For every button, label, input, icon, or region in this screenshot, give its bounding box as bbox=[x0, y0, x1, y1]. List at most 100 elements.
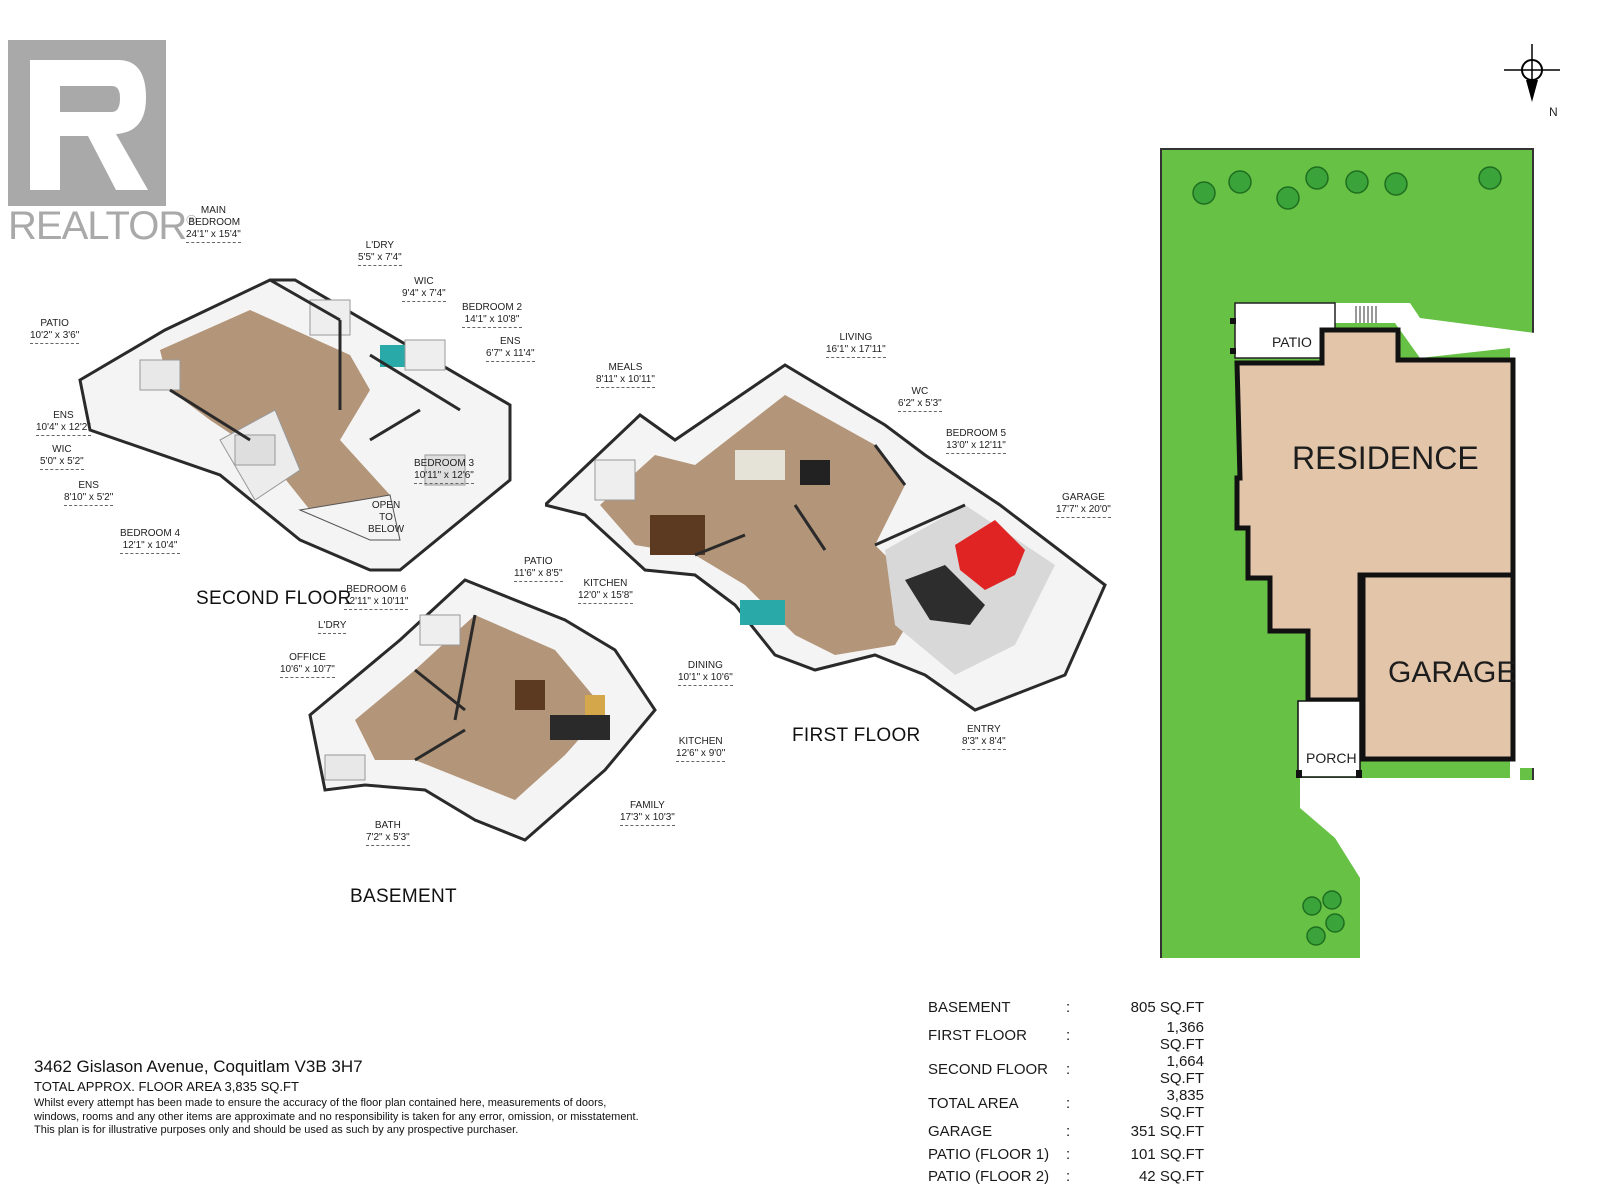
room-name: MAIN BEDROOM bbox=[188, 205, 241, 228]
disclaimer-line: This plan is for illustrative purposes o… bbox=[34, 1124, 519, 1136]
room-bath: BATH 7'2" x 5'3" bbox=[366, 820, 410, 846]
area-summary-table: BASEMENT:805 SQ.FT FIRST FLOOR:1,366 SQ.… bbox=[928, 996, 1204, 1188]
area-value: 1,664 SQ.FT bbox=[1159, 1052, 1204, 1087]
disclaimer: Whilst every attempt has been made to en… bbox=[34, 1097, 674, 1138]
area-label: BASEMENT bbox=[928, 998, 1011, 1016]
room-name: BEDROOM 4 bbox=[120, 528, 181, 539]
room-bedroom-4: BEDROOM 4 12'1" x 10'4" bbox=[120, 528, 181, 554]
room-dims: 8'3" x 8'4" bbox=[962, 736, 1006, 747]
room-bedroom-5: BEDROOM 5 13'0" x 12'11" bbox=[946, 428, 1007, 454]
room-dims: 10'6" x 10'7" bbox=[280, 664, 335, 675]
room-name: ENS bbox=[53, 410, 74, 421]
room-name: ENTRY bbox=[967, 724, 1001, 735]
area-label: PATIO (FLOOR 2) bbox=[928, 1168, 1050, 1186]
area-colon: : bbox=[1066, 1027, 1071, 1044]
room-name: LIVING bbox=[839, 332, 873, 343]
area-label: SECOND FLOOR bbox=[928, 1061, 1049, 1078]
first-floor-plan bbox=[545, 363, 1107, 712]
room-patio-second: PATIO 10'2" x 3'6" bbox=[30, 318, 80, 344]
room-ens-a: ENS 6'7" x 11'4" bbox=[486, 336, 535, 362]
realtor-logo-mark bbox=[8, 40, 166, 206]
area-label: GARAGE bbox=[928, 1123, 993, 1141]
room-name: BATH bbox=[374, 820, 401, 831]
realtor-brand: REALTOR bbox=[8, 204, 187, 248]
area-value: 3,835 SQ.FT bbox=[1159, 1086, 1204, 1121]
room-name: OFFICE bbox=[289, 652, 326, 663]
room-bedroom-3: BEDROOM 3 10'11" x 12'6" bbox=[414, 458, 475, 484]
room-ens-c: ENS 8'10" x 5'2" bbox=[64, 480, 114, 506]
room-wic-second: WIC 9'4" x 7'4" bbox=[402, 276, 446, 302]
room-bedroom-2: BEDROOM 2 14'1" x 10'8" bbox=[462, 302, 523, 328]
area-label: PATIO (FLOOR 1) bbox=[928, 1145, 1050, 1163]
room-name: L'DRY bbox=[318, 620, 347, 631]
disclaimer-line: Whilst every attempt has been made to en… bbox=[34, 1097, 607, 1109]
room-dims: 12'0" x 15'8" bbox=[578, 590, 633, 601]
area-row: GARAGE:351 SQ.FT bbox=[928, 1121, 1204, 1144]
realtor-logo-text: REALTOR® bbox=[8, 204, 197, 249]
area-row: PATIO (FLOOR 2): 42 SQ.FT bbox=[928, 1166, 1204, 1189]
room-ldry-basement: L'DRY bbox=[318, 620, 347, 634]
room-wc: WC 6'2" x 5'3" bbox=[898, 386, 942, 412]
room-dims: 12'11" x 10'11" bbox=[344, 596, 409, 607]
room-dims: 5'0" x 5'2" bbox=[40, 456, 84, 467]
room-meals: MEALS 8'11" x 10'11" bbox=[596, 362, 655, 388]
site-residence-label: RESIDENCE bbox=[1292, 440, 1479, 476]
room-office: OFFICE 10'6" x 10'7" bbox=[280, 652, 335, 678]
room-name: ENS bbox=[499, 336, 521, 347]
property-address: 3462 Gislason Avenue, Coquitlam V3B 3H7 bbox=[34, 1057, 363, 1076]
room-ens-b: ENS 10'4" x 12'2" bbox=[36, 410, 91, 436]
room-dims: 11'6" x 8'5" bbox=[514, 568, 563, 579]
room-kitchen-first: KITCHEN 12'0" x 15'8" bbox=[578, 578, 633, 604]
room-name: PATIO bbox=[524, 556, 553, 567]
area-value: 42 SQ.FT bbox=[1138, 1168, 1204, 1186]
area-row: BASEMENT: 805 SQ.FT bbox=[928, 996, 1204, 1019]
room-dims: 10'2" x 3'6" bbox=[30, 330, 80, 341]
room-bedroom-6: BEDROOM 6 12'11" x 10'11" bbox=[344, 584, 409, 610]
room-dims: 7'2" x 5'3" bbox=[366, 832, 410, 843]
area-colon: : bbox=[1066, 998, 1071, 1016]
room-dims: 24'1" x 15'4" bbox=[186, 229, 241, 240]
compass-north-label: N bbox=[1549, 105, 1558, 119]
area-row: TOTAL AREA:3,835 SQ.FT bbox=[928, 1087, 1204, 1121]
room-entry: ENTRY 8'3" x 8'4" bbox=[962, 724, 1006, 750]
room-wic-b: WIC 5'0" x 5'2" bbox=[40, 444, 84, 470]
area-colon: : bbox=[1066, 1123, 1071, 1141]
area-value: 805 SQ.FT bbox=[1130, 998, 1204, 1016]
area-row: PATIO (FLOOR 1): 101 SQ.FT bbox=[928, 1143, 1204, 1166]
room-open-to-below: OPEN TO BELOW bbox=[366, 500, 406, 537]
room-name: KITCHEN bbox=[583, 578, 628, 589]
basement-title: BASEMENT bbox=[350, 886, 457, 907]
room-name: BEDROOM 3 bbox=[414, 458, 475, 469]
room-name: WIC bbox=[52, 444, 72, 455]
area-row: SECOND FLOOR:1,664 SQ.FT bbox=[928, 1053, 1204, 1087]
room-name: MEALS bbox=[608, 362, 643, 373]
area-value: 1,366 SQ.FT bbox=[1159, 1018, 1204, 1053]
room-name: WIC bbox=[414, 276, 434, 287]
room-name: PATIO bbox=[40, 318, 69, 329]
site-porch-label: PORCH bbox=[1306, 750, 1357, 766]
room-main-bedroom: MAIN BEDROOM 24'1" x 15'4" bbox=[186, 205, 241, 243]
room-name: KITCHEN bbox=[678, 736, 723, 747]
room-dims: 10'1" x 10'6" bbox=[678, 672, 733, 683]
room-ldry-second: L'DRY 5'5" x 7'4" bbox=[358, 240, 402, 266]
room-kitchen-basement: KITCHEN 12'6" x 9'0" bbox=[676, 736, 726, 762]
registered-mark: ® bbox=[186, 211, 196, 228]
room-dims: 8'10" x 5'2" bbox=[64, 492, 114, 503]
room-patio-first: PATIO 11'6" x 8'5" bbox=[514, 556, 563, 582]
room-name: L'DRY bbox=[365, 240, 395, 251]
realtor-r-icon bbox=[8, 40, 166, 206]
site-patio-label: PATIO bbox=[1272, 334, 1312, 350]
room-name: FAMILY bbox=[630, 800, 665, 811]
second-floor-plan bbox=[78, 278, 512, 572]
room-name: BEDROOM 5 bbox=[946, 428, 1007, 439]
area-colon: : bbox=[1066, 1168, 1071, 1186]
room-dims: 17'3" x 10'3" bbox=[620, 812, 675, 823]
tree-icons bbox=[1192, 166, 1502, 946]
room-dims: 9'4" x 7'4" bbox=[402, 288, 446, 299]
room-dims: 12'1" x 10'4" bbox=[122, 540, 178, 551]
basement-plan bbox=[308, 578, 657, 842]
second-floor-title: SECOND FLOOR bbox=[196, 588, 352, 609]
area-colon: : bbox=[1066, 1145, 1071, 1163]
area-value: 101 SQ.FT bbox=[1130, 1145, 1204, 1163]
disclaimer-line: windows, rooms and any other items are a… bbox=[34, 1110, 639, 1123]
